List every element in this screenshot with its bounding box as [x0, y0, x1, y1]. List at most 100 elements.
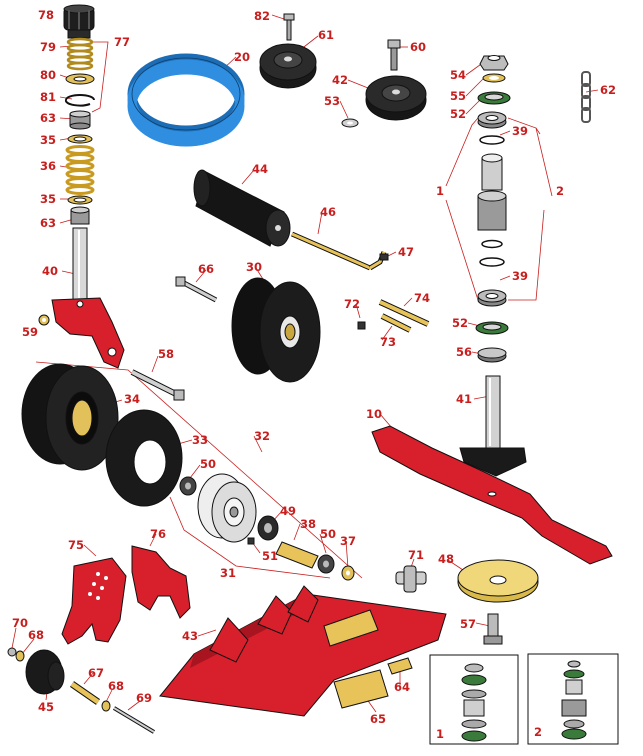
callout-30: 30 [246, 260, 262, 274]
part-36-spring [65, 145, 95, 195]
rim [197, 473, 257, 543]
callout-63-bottom: 63 [40, 216, 56, 230]
part-34-tire [21, 363, 119, 471]
part-51-grease-fitting [247, 537, 255, 545]
part-72-bolt [357, 321, 366, 330]
callout-56: 56 [456, 345, 472, 359]
callout-41: 41 [456, 392, 472, 406]
callout-48: 48 [438, 552, 454, 566]
inset-1-label: 1 [436, 727, 444, 741]
callout-55: 55 [450, 89, 466, 103]
part-61-pulley [259, 43, 317, 89]
callout-60: 60 [410, 40, 426, 54]
part-42-idler-pulley [365, 75, 427, 121]
part-39-bearing-top [477, 111, 507, 145]
part-73-pin [380, 313, 412, 333]
callout-52-top: 52 [450, 107, 466, 121]
callout-67: 67 [88, 666, 104, 680]
callout-80: 80 [40, 68, 56, 82]
part-79-spring [66, 37, 94, 71]
callout-77: 77 [114, 35, 130, 49]
callout-68-bottom: 68 [108, 679, 124, 693]
part-63-bushing-bottom [70, 206, 90, 225]
callout-66: 66 [198, 262, 214, 276]
callout-70: 70 [12, 616, 28, 630]
inset-assembly-2 [527, 653, 619, 745]
callout-34: 34 [124, 392, 140, 406]
callout-38: 38 [300, 517, 316, 531]
callout-39-bottom: 39 [512, 269, 528, 283]
part-76-bracket [131, 545, 191, 619]
part-37-washer [341, 565, 355, 581]
part-39-bearing-bottom [477, 239, 507, 307]
part-43-deck [159, 585, 447, 717]
callout-32: 32 [254, 429, 270, 443]
part-68-washer-top [15, 650, 25, 662]
callout-82: 82 [254, 9, 270, 23]
callout-73: 73 [380, 335, 396, 349]
callout-10: 10 [366, 407, 382, 421]
callout-36: 36 [40, 159, 56, 173]
part-78-knob [63, 4, 95, 39]
part-47-screw [379, 253, 389, 261]
inset-assembly-1 [429, 654, 519, 745]
callout-58: 58 [158, 347, 174, 361]
callout-42: 42 [332, 73, 348, 87]
callout-57: 57 [460, 617, 476, 631]
callout-63-top: 63 [40, 111, 56, 125]
spindle-spacer-tube [477, 153, 507, 231]
part-50-bearing-top [179, 476, 197, 496]
part-58-bolt [130, 369, 185, 401]
callout-53: 53 [324, 94, 340, 108]
part-49-hub-bearing [257, 515, 279, 541]
callout-43: 43 [182, 629, 198, 643]
part-33-tube [105, 409, 183, 507]
part-53-washer [341, 118, 359, 128]
part-48-pulley-cover [457, 559, 539, 603]
part-52-seal-top [477, 91, 511, 105]
part-59-grease-fitting [38, 314, 50, 326]
part-10-blade [371, 425, 613, 565]
callout-39-top: 39 [512, 124, 528, 138]
inset-2-label: 2 [534, 725, 542, 739]
part-80-washer [65, 73, 95, 85]
callout-45: 45 [38, 700, 54, 714]
callout-61: 61 [318, 28, 334, 42]
callout-71: 71 [408, 548, 424, 562]
callout-50-bottom: 50 [320, 527, 336, 541]
callout-2: 2 [556, 184, 564, 198]
part-55-washer [482, 73, 506, 83]
part-41-spindle-shaft [459, 375, 527, 477]
callout-52-bottom: 52 [452, 316, 468, 330]
part-35-washer-top [67, 134, 93, 144]
part-54-nut [479, 55, 509, 71]
part-66-bolt [175, 276, 218, 303]
callout-35-bottom: 35 [40, 192, 56, 206]
callout-46: 46 [320, 205, 336, 219]
part-74-pin [378, 299, 430, 327]
part-82-bolt [283, 13, 295, 41]
part-50-bearing-bottom [317, 554, 335, 574]
part-35-washer-bottom [67, 195, 93, 205]
part-81-snap-ring [64, 94, 95, 107]
callout-78: 78 [38, 8, 54, 22]
part-60-bolt [387, 39, 401, 71]
part-56-washer [477, 347, 507, 363]
callout-37: 37 [340, 534, 356, 548]
callout-62: 62 [600, 83, 616, 97]
callout-44: 44 [252, 162, 268, 176]
part-40-caster-fork [51, 227, 125, 369]
callout-1: 1 [436, 184, 444, 198]
callout-59: 59 [22, 325, 38, 339]
part-45-roller [25, 649, 65, 695]
callout-40: 40 [42, 264, 58, 278]
part-44-roller [193, 169, 291, 247]
callout-65: 65 [370, 712, 386, 726]
callout-54: 54 [450, 68, 466, 82]
part-70-nut [7, 647, 17, 657]
callout-labels: 78 79 80 81 63 35 36 35 63 40 59 77 82 2… [12, 8, 616, 741]
callout-20: 20 [234, 50, 250, 64]
part-38-spacer [275, 541, 319, 569]
part-57-spindle-bolt [483, 613, 503, 645]
